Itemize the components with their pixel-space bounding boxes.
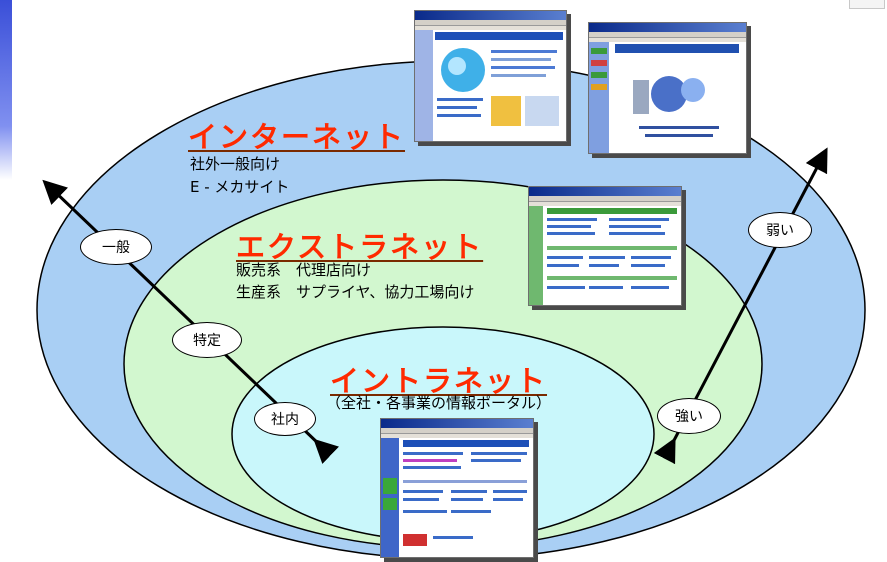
extranet-desc-2: 生産系 サプライヤ、協力工場向け: [236, 283, 475, 301]
corner-mark: [849, 0, 885, 9]
internet-site-screenshot-2: [588, 22, 747, 154]
window-toolbar: [415, 26, 566, 30]
window-toolbar: [589, 38, 746, 42]
window-titlebar: [529, 187, 681, 196]
extranet-site-screenshot: [528, 186, 682, 306]
left-edge-bar: [0, 0, 12, 180]
site-content: [381, 438, 529, 557]
strength-node-weak: 弱い: [748, 212, 812, 248]
window-menubar: [589, 32, 746, 38]
window-titlebar: [415, 11, 566, 20]
site-content: [589, 42, 739, 153]
window-menubar: [529, 196, 681, 202]
intranet-portal-screenshot: [380, 418, 534, 558]
extranet-desc-1: 販売系 代理店向け: [236, 261, 372, 279]
window-titlebar: [381, 419, 533, 428]
internet-site-screenshot-1: [414, 10, 567, 142]
scope-node-general: 一般: [80, 229, 152, 265]
window-titlebar: [589, 23, 746, 32]
scope-node-internal: 社内: [254, 402, 316, 436]
intranet-desc: （全社・各事業の情報ポータル）: [326, 394, 552, 412]
window-menubar: [381, 428, 533, 434]
internet-desc-1: 社外一般向け: [190, 155, 281, 173]
intranet-title: イントラネット: [330, 364, 548, 398]
window-toolbar: [381, 434, 533, 438]
window-menubar: [415, 20, 566, 26]
internet-title: インターネット: [188, 120, 406, 154]
site-content: [415, 30, 563, 141]
strength-node-strong: 強い: [657, 398, 721, 434]
extranet-title: エクストラネット: [236, 230, 484, 264]
internet-desc-2: E - メカサイト: [190, 178, 290, 196]
window-toolbar: [529, 202, 681, 206]
scope-node-specific: 特定: [172, 322, 242, 358]
site-content: [529, 206, 677, 305]
